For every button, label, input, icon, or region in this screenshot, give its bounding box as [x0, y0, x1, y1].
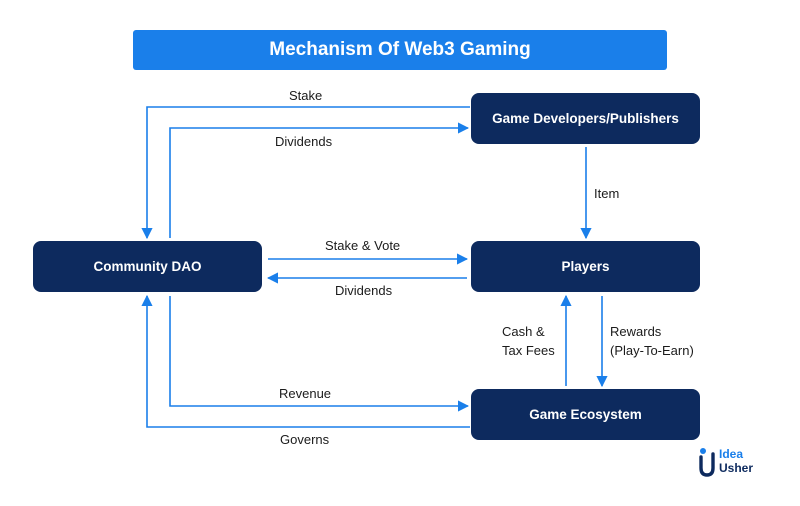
label-rewards-line2: (Play-To-Earn) — [610, 343, 694, 358]
label-rewards-line1: Rewards — [610, 324, 662, 339]
label-dividends-mid: Dividends — [335, 283, 393, 298]
logo-text-idea: Idea — [719, 447, 744, 461]
label-governs: Governs — [280, 432, 330, 447]
diagram-title: Mechanism Of Web3 Gaming — [133, 30, 667, 70]
edge-revenue — [169, 296, 470, 412]
label-stake: Stake — [289, 88, 323, 103]
edge-stake — [141, 106, 470, 240]
label-item: Item — [594, 186, 620, 201]
logo-text-usher: Usher — [719, 461, 754, 475]
label-cash-line1: Cash & — [502, 324, 545, 339]
node-game-ecosystem: Game Ecosystem — [471, 389, 700, 440]
edge-dividends-top — [169, 122, 470, 238]
node-players: Players — [471, 241, 700, 292]
node-community-dao: Community DAO — [33, 241, 262, 292]
label-stake-vote: Stake & Vote — [325, 238, 401, 253]
label-dividends-top: Dividends — [275, 134, 333, 149]
label-revenue: Revenue — [279, 386, 332, 401]
logo-mark-icon — [699, 448, 715, 477]
ideausher-logo: Idea Usher — [697, 446, 771, 478]
label-cash-line2: Tax Fees — [502, 343, 555, 358]
node-game-developers: Game Developers/Publishers — [471, 93, 700, 144]
edge-governs — [141, 294, 470, 428]
